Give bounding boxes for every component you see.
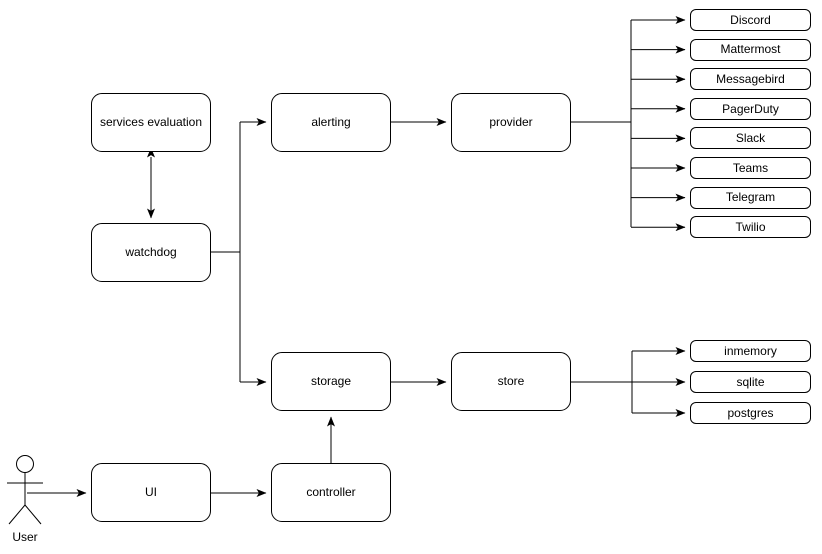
node-alerting-label: alerting (311, 115, 351, 130)
node-store-sqlite-label: sqlite (736, 374, 765, 389)
node-store[interactable]: store (451, 352, 571, 411)
node-store-sqlite[interactable]: sqlite (690, 371, 811, 393)
node-store-inmemory[interactable]: inmemory (690, 340, 811, 362)
node-provider-discord-label: Discord (730, 12, 771, 27)
node-watchdog[interactable]: watchdog (91, 223, 211, 282)
node-store-postgres-label: postgres (727, 405, 774, 420)
node-provider-label: provider (489, 115, 533, 130)
node-provider-teams[interactable]: Teams (690, 157, 811, 179)
node-provider-twilio[interactable]: Twilio (690, 216, 811, 239)
node-provider-slack[interactable]: Slack (690, 127, 811, 150)
node-storage[interactable]: storage (271, 352, 391, 411)
node-controller-label: controller (306, 485, 356, 500)
node-store-postgres[interactable]: postgres (690, 402, 811, 424)
node-services-evaluation-label: services evaluation (99, 115, 203, 130)
node-provider-pagerduty[interactable]: PagerDuty (690, 97, 811, 120)
node-store-label: store (497, 374, 525, 389)
node-provider-slack-label: Slack (735, 131, 766, 146)
node-provider-twilio-label: Twilio (735, 219, 766, 234)
node-provider-pagerduty-label: PagerDuty (722, 101, 779, 116)
node-ui[interactable]: UI (91, 463, 211, 522)
user-actor-figure (7, 455, 43, 525)
node-provider-messagebird-label: Messagebird (716, 71, 785, 86)
node-provider-mattermost[interactable]: Mattermost (690, 38, 811, 61)
node-provider-mattermost-label: Mattermost (720, 42, 781, 57)
node-store-inmemory-label: inmemory (724, 343, 777, 358)
node-provider-teams-label: Teams (732, 160, 769, 175)
node-services-evaluation[interactable]: services evaluation (91, 93, 211, 152)
node-alerting[interactable]: alerting (271, 93, 391, 152)
node-provider-messagebird[interactable]: Messagebird (690, 68, 811, 91)
node-provider-telegram[interactable]: Telegram (690, 186, 811, 209)
user-actor-label: User (12, 530, 38, 544)
node-storage-label: storage (310, 374, 352, 389)
node-provider-telegram-label: Telegram (725, 190, 776, 205)
node-provider[interactable]: provider (451, 93, 571, 152)
node-ui-label: UI (145, 485, 157, 500)
node-controller[interactable]: controller (271, 463, 391, 522)
node-provider-discord[interactable]: Discord (690, 9, 811, 31)
node-watchdog-label: watchdog (125, 245, 177, 260)
